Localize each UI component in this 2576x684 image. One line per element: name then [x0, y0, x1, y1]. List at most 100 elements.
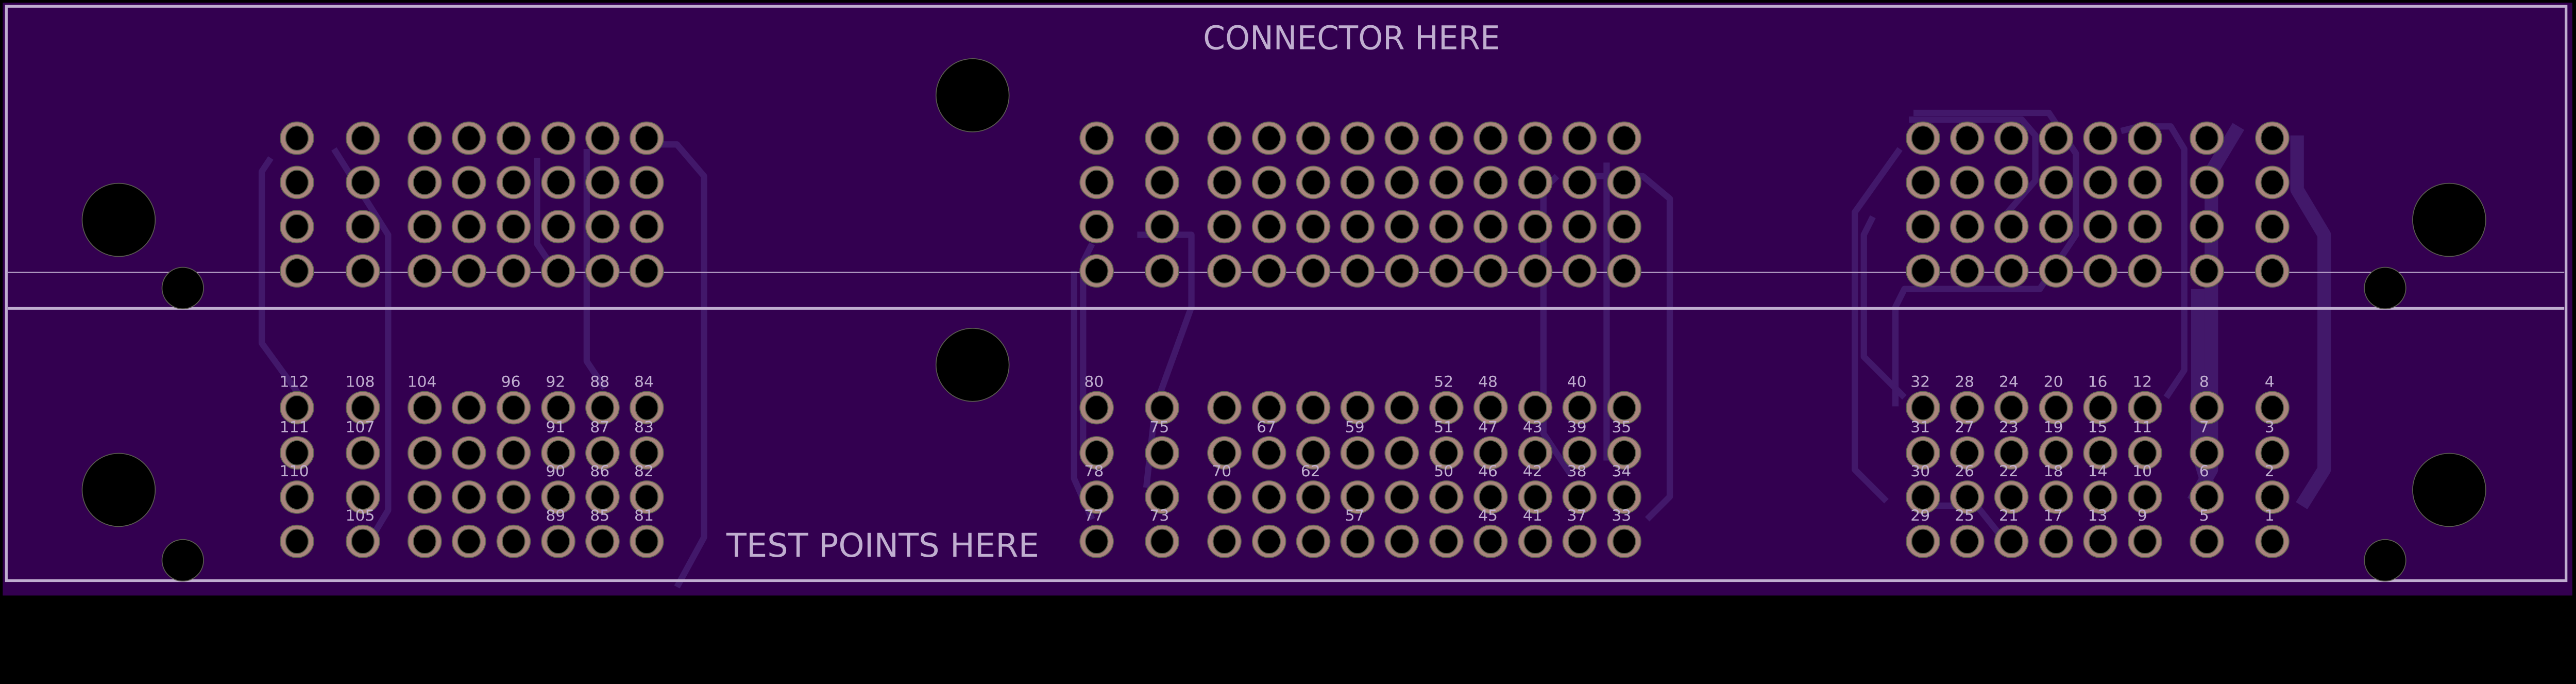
- test-point-label: 48: [1478, 373, 1498, 391]
- mounting-hole: [161, 539, 204, 582]
- through-hole-pad: [2128, 254, 2162, 288]
- through-hole-pad: [2190, 480, 2224, 514]
- through-hole-pad: [1429, 121, 1464, 155]
- test-point-label: 31: [1910, 418, 1930, 436]
- through-hole-pad: [2255, 524, 2290, 558]
- through-hole-pad: [541, 436, 575, 470]
- through-hole-pad: [1950, 121, 1985, 155]
- through-hole-pad: [451, 391, 486, 425]
- through-hole-pad: [408, 524, 442, 558]
- through-hole-pad: [1296, 391, 1331, 425]
- through-hole-pad: [2083, 210, 2118, 244]
- through-hole-pad: [1518, 436, 1553, 470]
- test-point-label: 104: [408, 373, 437, 391]
- through-hole-pad: [1384, 524, 1419, 558]
- through-hole-pad: [2083, 436, 2118, 470]
- through-hole-pad: [585, 436, 620, 470]
- through-hole-pad: [1473, 165, 1508, 199]
- through-hole-pad: [2190, 254, 2224, 288]
- through-hole-pad: [2039, 165, 2074, 199]
- through-hole-pad: [1607, 480, 1641, 514]
- through-hole-pad: [629, 254, 664, 288]
- through-hole-pad: [1079, 524, 1114, 558]
- test-point-label: 41: [1523, 507, 1543, 525]
- through-hole-pad: [1384, 165, 1419, 199]
- through-hole-pad: [1207, 391, 1242, 425]
- through-hole-pad: [1950, 436, 1985, 470]
- through-hole-pad: [1950, 480, 1985, 514]
- test-point-label: 2: [2265, 462, 2275, 480]
- test-point-label: 16: [2088, 373, 2108, 391]
- through-hole-pad: [496, 480, 531, 514]
- through-hole-pad: [346, 391, 380, 425]
- through-hole-pad: [346, 254, 380, 288]
- through-hole-pad: [1518, 480, 1553, 514]
- through-hole-pad: [280, 210, 314, 244]
- through-hole-pad: [1994, 165, 2029, 199]
- test-point-label: 51: [1434, 418, 1453, 436]
- test-point-label: 29: [1910, 507, 1930, 525]
- test-point-label: 75: [1149, 418, 1169, 436]
- test-point-label: 70: [1212, 462, 1231, 480]
- test-point-label: 13: [2088, 507, 2108, 525]
- through-hole-pad: [629, 210, 664, 244]
- test-point-label: 40: [1567, 373, 1587, 391]
- through-hole-pad: [1429, 165, 1464, 199]
- test-point-label: 21: [1999, 507, 2019, 525]
- mounting-hole: [2364, 539, 2406, 582]
- through-hole-pad: [1473, 121, 1508, 155]
- through-hole-pad: [1473, 254, 1508, 288]
- through-hole-pad: [1562, 121, 1597, 155]
- through-hole-pad: [541, 254, 575, 288]
- through-hole-pad: [541, 210, 575, 244]
- through-hole-pad: [1518, 254, 1553, 288]
- through-hole-pad: [1994, 210, 2029, 244]
- through-hole-pad: [451, 436, 486, 470]
- through-hole-pad: [1340, 254, 1375, 288]
- through-hole-pad: [629, 524, 664, 558]
- through-hole-pad: [280, 165, 314, 199]
- test-point-label: 86: [590, 462, 609, 480]
- test-point-label: 20: [2044, 373, 2063, 391]
- through-hole-pad: [1950, 254, 1985, 288]
- through-hole-pad: [1518, 391, 1553, 425]
- through-hole-pad: [1562, 210, 1597, 244]
- through-hole-pad: [2190, 391, 2224, 425]
- test-point-label: 88: [590, 373, 609, 391]
- through-hole-pad: [1607, 391, 1641, 425]
- through-hole-pad: [346, 210, 380, 244]
- test-point-label: 83: [634, 418, 654, 436]
- test-point-label: 84: [634, 373, 654, 391]
- test-point-label: 3: [2265, 418, 2275, 436]
- through-hole-pad: [1384, 436, 1419, 470]
- test-point-label: 30: [1910, 462, 1930, 480]
- through-hole-pad: [541, 480, 575, 514]
- through-hole-pad: [1429, 524, 1464, 558]
- through-hole-pad: [1384, 121, 1419, 155]
- test-point-label: 43: [1523, 418, 1543, 436]
- through-hole-pad: [2039, 210, 2074, 244]
- through-hole-pad: [1296, 210, 1331, 244]
- through-hole-pad: [2255, 436, 2290, 470]
- through-hole-pad: [1251, 436, 1286, 470]
- test-point-label: 26: [1955, 462, 1974, 480]
- through-hole-pad: [1607, 436, 1641, 470]
- through-hole-pad: [1340, 524, 1375, 558]
- test-point-label: 28: [1955, 373, 1974, 391]
- through-hole-pad: [346, 480, 380, 514]
- through-hole-pad: [1145, 391, 1179, 425]
- through-hole-pad: [496, 436, 531, 470]
- through-hole-pad: [541, 121, 575, 155]
- through-hole-pad: [1384, 480, 1419, 514]
- through-hole-pad: [1906, 121, 1940, 155]
- through-hole-pad: [1607, 210, 1641, 244]
- through-hole-pad: [2083, 121, 2118, 155]
- through-hole-pad: [1340, 391, 1375, 425]
- through-hole-pad: [1473, 436, 1508, 470]
- through-hole-pad: [2190, 165, 2224, 199]
- through-hole-pad: [1340, 165, 1375, 199]
- through-hole-pad: [1607, 524, 1641, 558]
- mounting-hole: [2364, 266, 2406, 310]
- through-hole-pad: [1079, 436, 1114, 470]
